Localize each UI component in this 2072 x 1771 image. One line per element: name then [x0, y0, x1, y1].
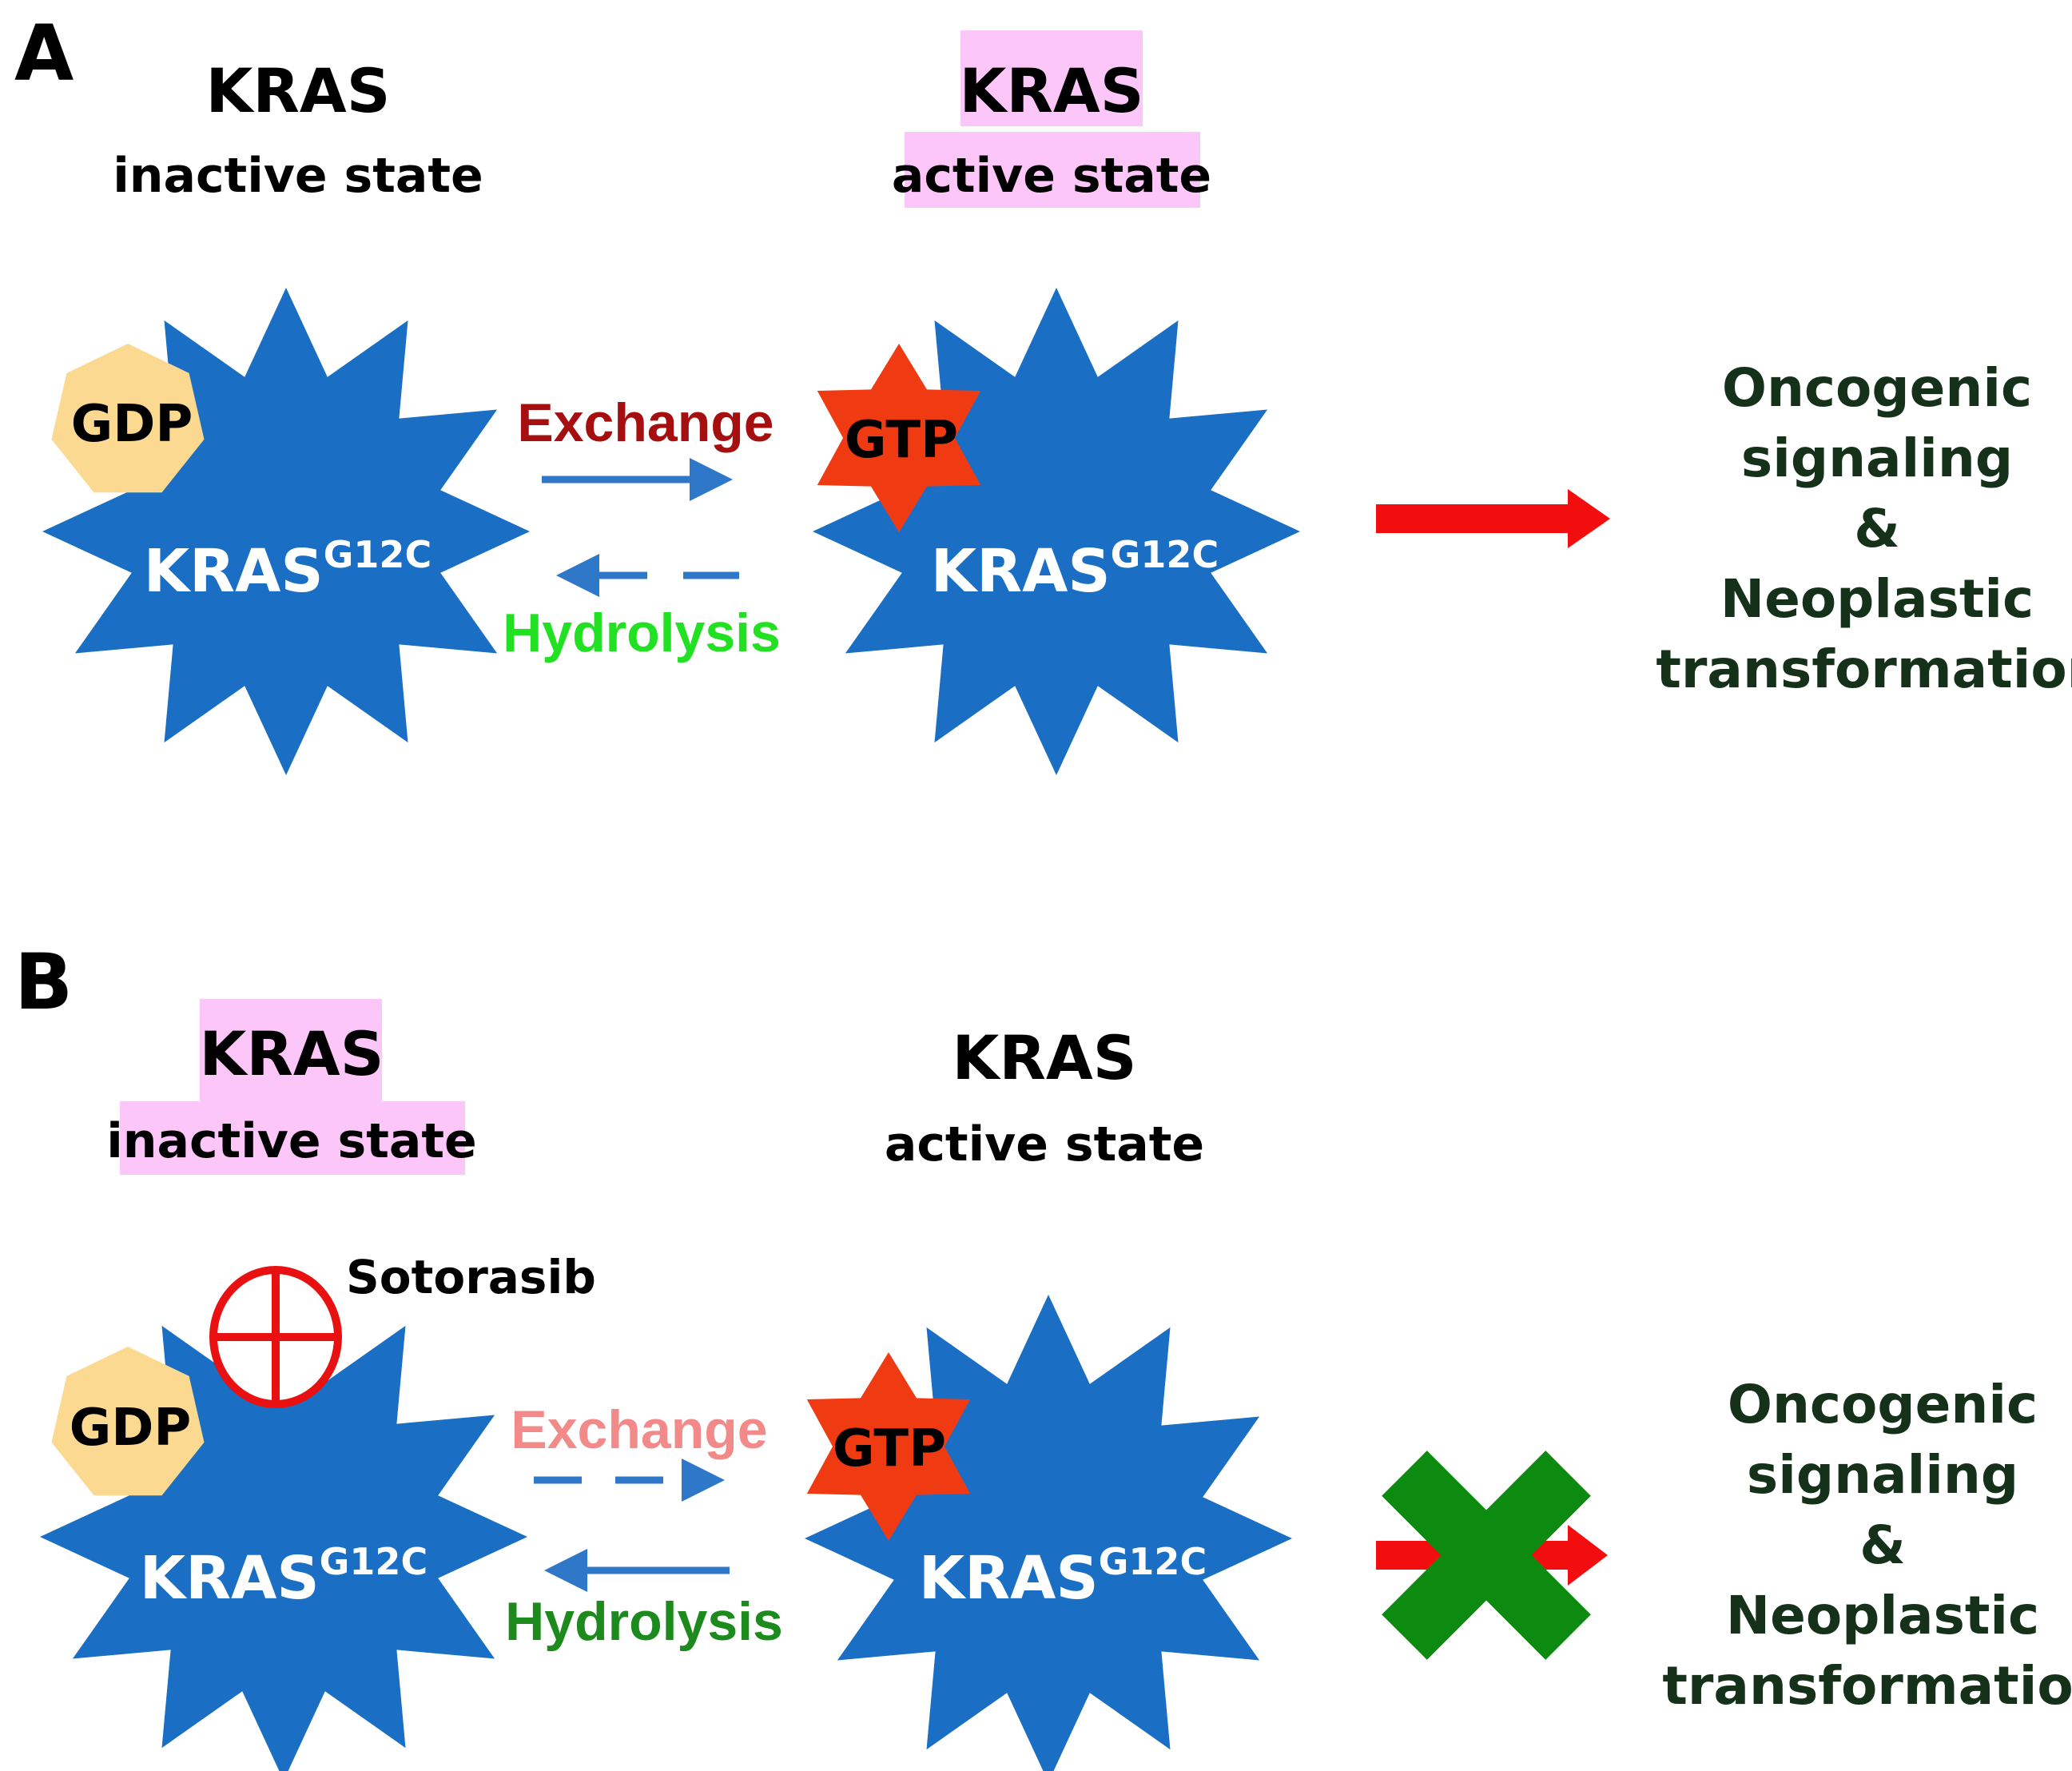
kras-g12c-label-inactive: KRASG12C: [140, 1540, 428, 1613]
outcome-line-neoplastic: Neoplastic: [1720, 568, 2034, 630]
panel-a-inactive-title: KRAS: [206, 55, 391, 126]
gtp-label: GTP: [845, 411, 958, 470]
outcome-line-signaling: signaling: [1747, 1444, 2018, 1506]
panel-b: B KRAS inactive state KRAS active state …: [14, 937, 2072, 1771]
sotorasib-label: Sotorasib: [346, 1250, 596, 1304]
kras-g12c-label-active: KRASG12C: [931, 533, 1219, 606]
panel-a-active-subtitle-highlight: [905, 132, 1200, 208]
panel-a-active-title: KRAS: [960, 55, 1144, 126]
gtp-molecule: [817, 344, 981, 532]
gtp-label: GTP: [833, 1419, 946, 1478]
signal-arrow-head: [1568, 1525, 1608, 1586]
panel-b-inactive-title: KRAS: [200, 1018, 384, 1089]
kras-protein-inactive-shape: [42, 288, 530, 775]
sotorasib-icon: [209, 1266, 342, 1408]
exchange-label: Exchange: [511, 1399, 767, 1460]
kras-protein-active-shape: [813, 288, 1300, 775]
signal-arrow-shaft: [1376, 504, 1572, 533]
panel-b-label: B: [14, 937, 73, 1027]
kras-g12c-label-active: KRASG12C: [919, 1540, 1207, 1613]
gdp-label: GDP: [70, 1399, 192, 1458]
outcome-line-oncogenic: Oncogenic: [1728, 1374, 2038, 1435]
gdp-molecule: [51, 344, 205, 493]
gtp-molecule: [806, 1352, 971, 1541]
outcome-line-oncogenic: Oncogenic: [1722, 357, 2032, 419]
gdp-label: GDP: [71, 395, 193, 454]
outcome-line-signaling: signaling: [1741, 428, 2013, 489]
hydrolysis-label: Hydrolysis: [505, 1591, 783, 1652]
kras-protein-active-shape: [805, 1295, 1292, 1771]
panel-b-inactive-title-highlight: [200, 999, 382, 1101]
outcome-line-transformation: transformation: [1656, 639, 2072, 700]
outcome-line-ampersand: &: [1859, 1514, 1906, 1576]
outcome-text-a: Oncogenic signaling & Neoplastic transfo…: [1656, 357, 2072, 700]
hydrolysis-label: Hydrolysis: [503, 603, 781, 663]
panel-a-active-title-highlight: [960, 30, 1143, 126]
panel-a: A KRAS inactive state KRAS active state …: [14, 9, 2072, 775]
kras-protein-inactive-shape: [40, 1293, 527, 1771]
exchange-label: Exchange: [517, 392, 774, 453]
panel-b-active-subtitle: active state: [885, 1116, 1204, 1172]
outcome-line-neoplastic: Neoplastic: [1726, 1585, 2039, 1646]
outcome-line-ampersand: &: [1854, 498, 1900, 559]
panel-a-label: A: [14, 9, 74, 98]
gdp-molecule: [51, 1347, 205, 1496]
kras-g12c-label-inactive: KRASG12C: [144, 533, 432, 606]
outcome-text-b: Oncogenic signaling & Neoplastic transfo…: [1662, 1374, 2072, 1717]
panel-b-active-title: KRAS: [952, 1022, 1137, 1093]
panel-b-inactive-subtitle-highlight: [120, 1101, 465, 1175]
panel-a-inactive-subtitle: inactive state: [113, 148, 483, 204]
signal-arrow-head: [1568, 489, 1610, 548]
outcome-line-transformation: transformation: [1662, 1655, 2072, 1717]
block-x-icon: [1382, 1451, 1591, 1660]
panel-a-active-subtitle: active state: [892, 148, 1211, 204]
panel-b-inactive-subtitle: inactive state: [106, 1113, 477, 1169]
